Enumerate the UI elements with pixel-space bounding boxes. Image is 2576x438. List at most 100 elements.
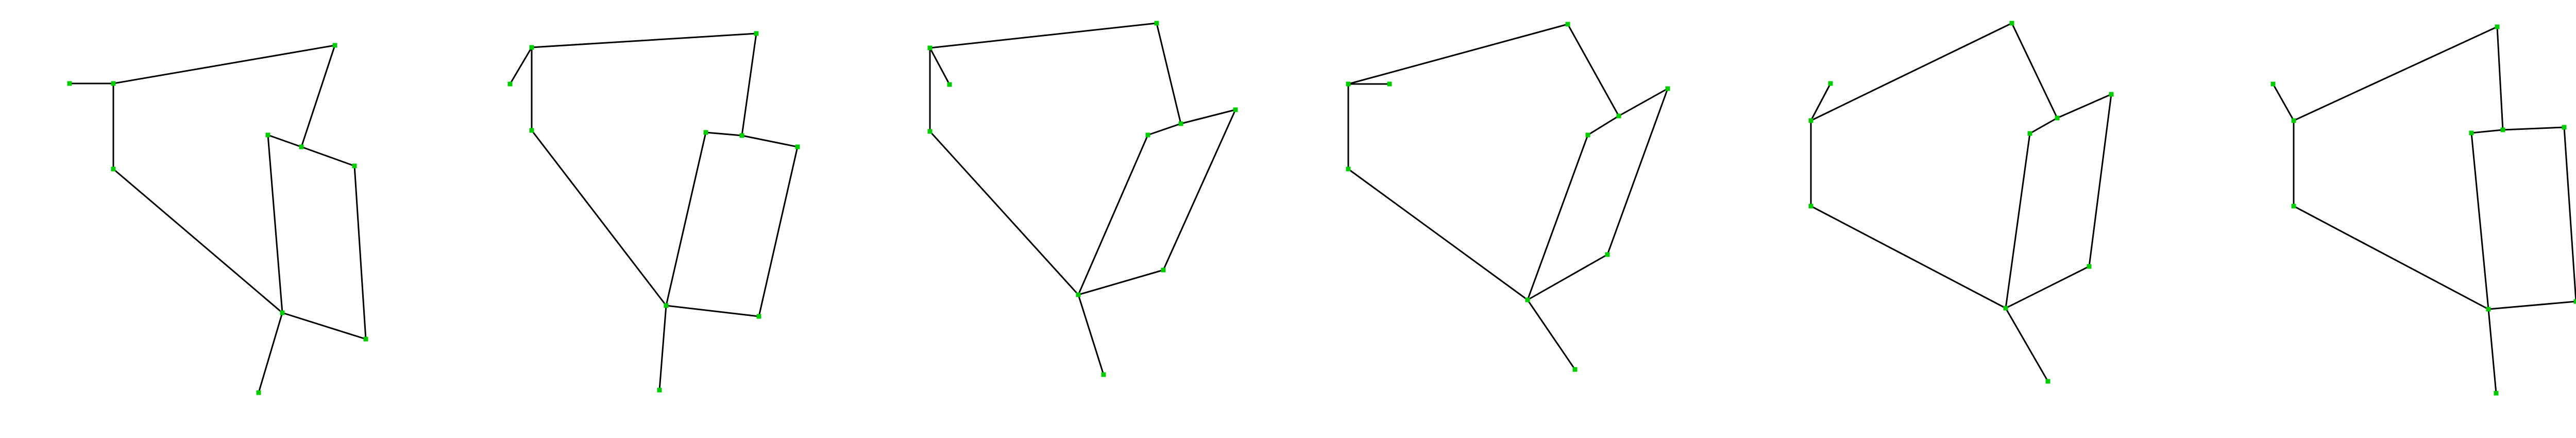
graph-node bbox=[2087, 264, 2092, 269]
graph-node bbox=[795, 144, 800, 149]
graph-node bbox=[2291, 204, 2296, 209]
graph-edge bbox=[1587, 115, 1620, 136]
graph-edge bbox=[1347, 168, 1529, 301]
graph-edge bbox=[1606, 88, 1669, 256]
graph-edge bbox=[2487, 308, 2497, 394]
graph-node bbox=[2003, 306, 2008, 311]
graph-node bbox=[1572, 367, 1578, 372]
graph-edge bbox=[2005, 307, 2049, 382]
graph-edge bbox=[1347, 23, 1569, 85]
graph-node bbox=[352, 163, 357, 169]
graph-edge bbox=[2563, 126, 2576, 302]
graph-edge bbox=[2470, 129, 2504, 134]
graph-edge bbox=[509, 46, 533, 85]
graph-node bbox=[2055, 115, 2060, 121]
graph-node bbox=[1178, 121, 1183, 126]
graph-node bbox=[1525, 297, 1530, 302]
graph-node bbox=[507, 81, 513, 87]
graph-node bbox=[1616, 113, 1621, 119]
graph-edge bbox=[2502, 126, 2565, 131]
graph-node bbox=[1585, 132, 1590, 138]
graph-edge bbox=[353, 165, 367, 340]
graph-edge bbox=[2056, 93, 2112, 119]
graph-node bbox=[1808, 204, 1814, 209]
graph-node bbox=[1665, 86, 1670, 91]
graph-node bbox=[2270, 81, 2276, 87]
graph-node bbox=[2291, 118, 2296, 123]
graph-node bbox=[739, 133, 744, 138]
panels-layer bbox=[67, 21, 2576, 396]
graph-node bbox=[756, 314, 761, 319]
graph-node bbox=[2495, 24, 2500, 29]
graph-edge bbox=[1810, 82, 1832, 122]
graph-edge bbox=[2496, 26, 2504, 131]
graph-node bbox=[2494, 391, 2499, 396]
graph-edge bbox=[1180, 109, 1236, 125]
graph-node bbox=[754, 31, 759, 36]
graph-node bbox=[927, 129, 933, 134]
graph-node bbox=[111, 166, 116, 172]
graph-edge bbox=[258, 312, 283, 394]
graph-node bbox=[1101, 372, 1106, 377]
graph-node bbox=[2486, 307, 2491, 312]
graph-edge bbox=[1162, 109, 1236, 271]
graph-edge bbox=[1077, 269, 1164, 296]
graph-edge bbox=[2470, 132, 2489, 310]
graph-panel bbox=[927, 21, 1238, 377]
graph-edge bbox=[929, 22, 1158, 49]
graph-edge bbox=[281, 312, 367, 340]
graph-edge bbox=[929, 47, 951, 86]
graph-node bbox=[2573, 299, 2576, 304]
graph-node bbox=[1565, 22, 1570, 27]
graph-edge bbox=[1156, 22, 1182, 125]
graph-node bbox=[529, 45, 534, 50]
graph-node bbox=[2109, 92, 2114, 97]
graph-panel bbox=[1808, 21, 2114, 384]
graph-edge bbox=[531, 129, 667, 307]
graph-edge bbox=[1567, 23, 1620, 117]
graph-node bbox=[265, 132, 270, 138]
graph-edge bbox=[1147, 123, 1182, 136]
graph-node bbox=[67, 81, 72, 86]
graph-edge bbox=[1810, 22, 2013, 122]
graph-edge bbox=[705, 131, 743, 137]
graph-panel bbox=[2270, 24, 2576, 396]
graph-node bbox=[1145, 132, 1150, 138]
graph-node bbox=[947, 82, 952, 87]
graph-node bbox=[1346, 166, 1351, 172]
graph-edge bbox=[741, 134, 799, 148]
graph-node bbox=[1076, 292, 1081, 297]
graph-node bbox=[529, 128, 534, 133]
graph-edge bbox=[2293, 26, 2498, 122]
graph-edge bbox=[2011, 22, 2058, 119]
graph-node bbox=[1233, 107, 1238, 112]
graph-node bbox=[657, 388, 662, 393]
graph-edge bbox=[658, 305, 667, 391]
graph-edge bbox=[2005, 265, 2090, 309]
graph-panel bbox=[67, 43, 368, 395]
graph-node bbox=[1605, 252, 1610, 257]
graph-edge bbox=[741, 32, 757, 137]
graph-edge bbox=[300, 44, 336, 148]
graph-edge bbox=[1077, 134, 1149, 296]
graph-edge bbox=[2272, 83, 2295, 122]
graph-edge bbox=[2029, 117, 2058, 134]
graph-panel bbox=[1346, 22, 1670, 372]
graph-edge bbox=[1618, 88, 1669, 117]
graph-node bbox=[1828, 81, 1833, 86]
graph-edge bbox=[2487, 300, 2576, 310]
graph-edge bbox=[1527, 299, 1576, 370]
graph-node bbox=[1154, 21, 1159, 26]
graph-edge bbox=[758, 146, 799, 317]
graph-node bbox=[2469, 130, 2474, 136]
graph-edge bbox=[665, 305, 760, 317]
graph-node bbox=[1808, 118, 1814, 123]
graph-node bbox=[1387, 81, 1392, 87]
graph-node bbox=[1346, 81, 1351, 87]
graph-edge bbox=[665, 131, 707, 307]
graph-node bbox=[927, 45, 933, 50]
graph-node bbox=[2562, 125, 2567, 130]
graph-edge bbox=[2005, 132, 2031, 309]
graph-edge bbox=[2088, 93, 2112, 267]
